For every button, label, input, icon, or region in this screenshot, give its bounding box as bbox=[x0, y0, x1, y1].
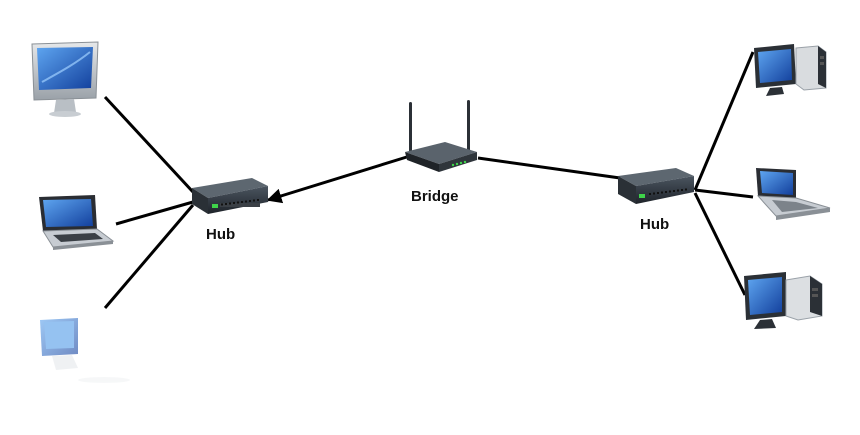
network-hub-icon bbox=[618, 168, 694, 204]
link-imac-to-hub-left bbox=[103, 95, 195, 194]
wireless-bridge-icon bbox=[405, 100, 477, 172]
link-bridge-to-hub-left bbox=[266, 154, 411, 204]
imac-icon bbox=[40, 318, 130, 383]
link-hub-right-to-desktop-bottom bbox=[693, 192, 747, 296]
link-hub-right-to-laptop bbox=[694, 188, 754, 199]
laptop-icon bbox=[39, 195, 115, 250]
network-hub-icon bbox=[192, 178, 268, 214]
desktop-tower-icon bbox=[744, 272, 823, 329]
link-imac-faded-to-hub-left bbox=[103, 204, 195, 309]
imac-icon bbox=[31, 41, 99, 117]
link-hub-right-to-desktop-top bbox=[693, 51, 755, 191]
laptop-icon bbox=[756, 168, 831, 220]
desktop-tower-icon bbox=[754, 44, 827, 96]
link-bridge-to-hub-right bbox=[477, 156, 621, 180]
link-laptop-to-hub-left bbox=[115, 200, 194, 226]
hub-right-label: Hub bbox=[640, 216, 670, 233]
bridge-label: Bridge bbox=[411, 188, 459, 205]
hub-left-label: Hub bbox=[206, 226, 236, 243]
